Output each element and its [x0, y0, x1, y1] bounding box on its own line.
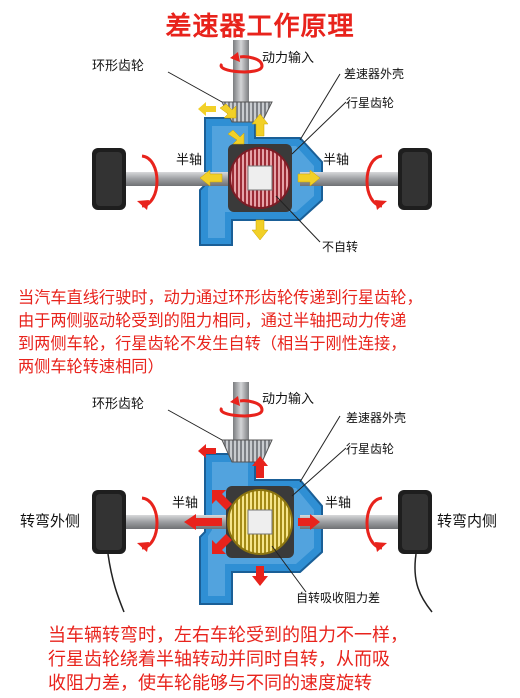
- force-arrows: [184, 456, 320, 586]
- self-rotate-label: 自转吸收阻力差: [296, 591, 381, 605]
- power-flow-arrows: [199, 103, 321, 241]
- power-input-label: 动力输入: [262, 392, 315, 407]
- left-half-shaft-label: 半轴: [172, 496, 199, 511]
- page-title: 差速器工作原理: [165, 12, 355, 42]
- input-rotation-arrow: [219, 399, 264, 418]
- planet-gear-label: 行星齿轮: [346, 442, 395, 456]
- diagram-straight-driving: 环形齿轮 动力输入 差速器外壳 行星齿轮 半轴 半轴 不自转: [0, 40, 520, 285]
- turn-outer-label: 转弯外侧: [20, 512, 81, 530]
- power-input-label: 动力输入: [262, 51, 315, 66]
- right-half-shaft-label: 半轴: [325, 496, 352, 511]
- input-rotation-arrow: [219, 55, 264, 74]
- left-half-shaft-label: 半轴: [176, 153, 203, 168]
- planet-gear-label: 行星齿轮: [346, 96, 395, 110]
- right-half-shaft-label: 半轴: [323, 153, 350, 168]
- ring-gear-label: 环形齿轮: [92, 397, 145, 412]
- diagram-turning: 环形齿轮 动力输入 差速器外壳 行星齿轮 半轴 半轴 转弯外侧 转弯内侧 自转吸…: [0, 382, 520, 620]
- turn-inner-label: 转弯内侧: [437, 512, 498, 530]
- input-shaft: [233, 40, 249, 110]
- differential-illustration-turning: [92, 382, 433, 613]
- turning-description: 当车辆转弯时，左右车轮受到的阻力不一样， 行星齿轮绕着半轴转动并同时自转，从而吸…: [48, 625, 408, 694]
- ring-gear-label: 环形齿轮: [92, 59, 145, 74]
- differential-illustration-straight: [92, 40, 432, 246]
- right-half-shaft: [300, 515, 410, 529]
- right-half-shaft: [300, 172, 410, 186]
- no-rotation-label: 不自转: [322, 240, 359, 254]
- diff-housing-label: 差速器外壳: [346, 411, 407, 425]
- straight-driving-description: 当汽车直线行驶时，动力通过环形齿轮传递到行星齿轮， 由于两侧驱动轮受到的阻力相同…: [18, 288, 423, 376]
- diff-housing-label: 差速器外壳: [344, 67, 405, 81]
